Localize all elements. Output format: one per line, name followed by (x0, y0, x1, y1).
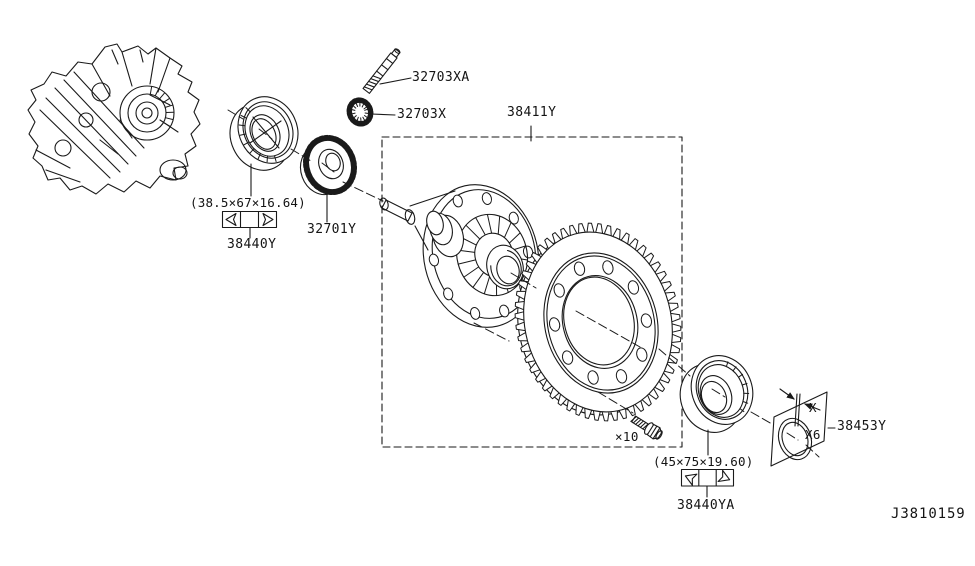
part-label-38453y[interactable]: 38453Y (837, 419, 887, 434)
direction-symbol-box-38440y (221, 210, 278, 229)
assembly-boundary-box (381, 136, 683, 448)
direction-symbol-box-38440ya (680, 468, 735, 487)
part-label-38440ya[interactable]: 38440YA (677, 498, 735, 513)
differential-case-drawing (379, 184, 540, 328)
dimension-label-38440y: (38.5×67×16.64) (190, 195, 306, 210)
quantity-label-shim: X6 (805, 427, 821, 442)
ring-gear-drawing (514, 222, 682, 422)
arrow-left-icon (684, 473, 698, 486)
arrow-left-icon (225, 212, 237, 227)
quantity-label-bolt: ×10 (615, 429, 639, 444)
leader-lines (249, 77, 836, 498)
transmission-drawing (27, 43, 201, 195)
gear-32703x-drawing (346, 97, 374, 127)
center-axis-lines (227, 109, 820, 458)
bearing-38440ya-drawing (679, 355, 754, 433)
arrow-right-icon (262, 212, 274, 227)
thickness-arrow (779, 388, 795, 400)
part-label-38411y[interactable]: 38411Y (507, 105, 557, 120)
bolt-drawing (630, 415, 663, 440)
bearing-38440y-drawing (229, 96, 299, 171)
shim-38453y-drawing (770, 388, 828, 467)
thickness-arrow (803, 403, 821, 411)
gear-32701y-drawing (299, 134, 358, 196)
thickness-label-shim: X (809, 400, 817, 415)
diagram-code: J3810159 (891, 506, 966, 522)
part-label-38440y[interactable]: 38440Y (227, 237, 277, 252)
part-label-32703x[interactable]: 32703X (397, 107, 447, 122)
shaft-32703xa-drawing (362, 48, 401, 94)
part-label-32701y[interactable]: 32701Y (307, 222, 357, 237)
arrow-right-icon (717, 469, 731, 483)
dimension-label-38440ya: (45×75×19.60) (653, 454, 754, 469)
part-label-32703xa[interactable]: 32703XA (412, 70, 470, 85)
